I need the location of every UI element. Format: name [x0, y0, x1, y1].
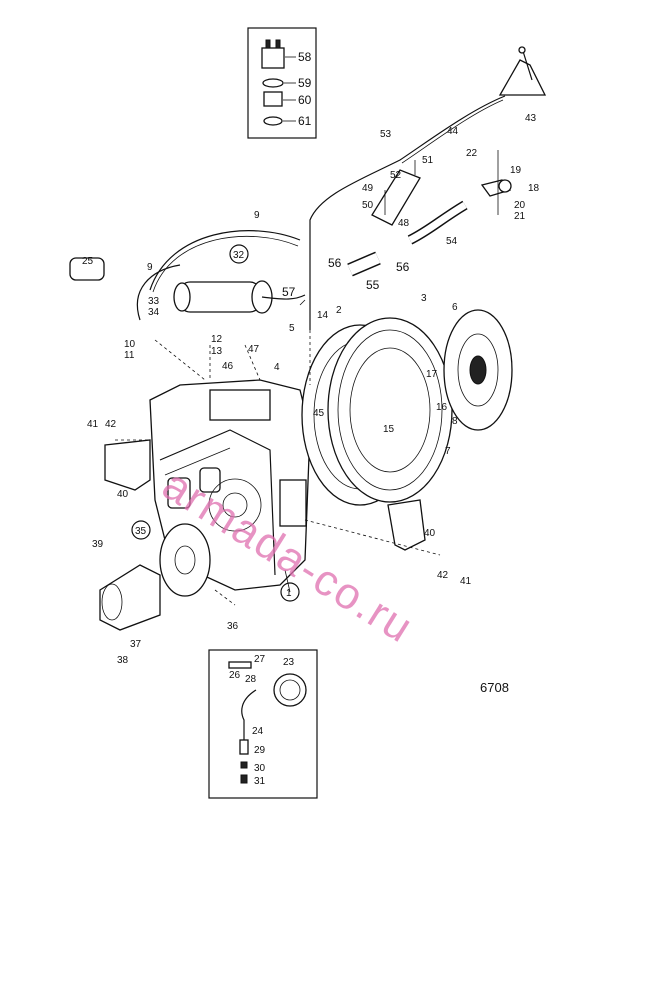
- callout-25: 25: [82, 256, 94, 267]
- callout-61: 61: [298, 114, 312, 128]
- callout-21: 21: [514, 211, 526, 222]
- callout-5: 5: [289, 323, 295, 334]
- callout-13: 13: [211, 346, 223, 357]
- callout-32: 32: [233, 250, 245, 261]
- control-lever-cable: [309, 46, 547, 330]
- drawing-number: 6708: [480, 680, 509, 695]
- callout-41-right: 41: [460, 576, 472, 587]
- callout-9-top: 9: [254, 210, 260, 221]
- callout-36: 36: [227, 621, 239, 632]
- callout-20: 20: [514, 200, 526, 211]
- output-flange: [99, 523, 211, 631]
- callout-57: 57: [282, 285, 296, 299]
- callout-8: 8: [452, 416, 458, 427]
- callout-41-left: 41: [87, 419, 99, 430]
- callout-54: 54: [446, 236, 458, 247]
- callout-31: 31: [254, 776, 266, 787]
- callout-56-left: 56: [328, 256, 342, 270]
- callout-26: 26: [229, 670, 241, 681]
- rubber-mount-part: [261, 39, 296, 126]
- callout-42-left: 42: [105, 419, 117, 430]
- callout-56-right: 56: [396, 260, 410, 274]
- callout-9-left: 9: [147, 262, 153, 273]
- oil-cooler: [69, 230, 306, 321]
- callout-53: 53: [380, 129, 392, 140]
- callout-40-right: 40: [424, 528, 436, 539]
- callout-16: 16: [436, 402, 448, 413]
- bracket-right: [480, 179, 512, 197]
- callout-30: 30: [254, 763, 266, 774]
- callout-45: 45: [313, 408, 325, 419]
- callout-4: 4: [274, 362, 280, 373]
- hose-54: [407, 200, 468, 245]
- callout-18: 18: [528, 183, 540, 194]
- callout-24: 24: [252, 726, 264, 737]
- callout-59: 59: [298, 76, 312, 90]
- callout-52: 52: [390, 170, 402, 181]
- bracket-48: [371, 169, 421, 226]
- callout-3: 3: [421, 293, 427, 304]
- callout-58: 58: [298, 50, 312, 64]
- callout-11: 11: [124, 350, 135, 361]
- callout-47: 47: [248, 344, 260, 355]
- callout-27: 27: [254, 654, 266, 665]
- callout-38: 38: [117, 655, 129, 666]
- callout-60: 60: [298, 93, 312, 107]
- callout-28: 28: [245, 674, 257, 685]
- callout-17: 17: [426, 369, 438, 380]
- callout-12: 12: [211, 334, 223, 345]
- mount-bracket-right: [387, 499, 426, 551]
- callout-10: 10: [124, 339, 136, 350]
- callout-15: 15: [383, 424, 395, 435]
- callout-50: 50: [362, 200, 374, 211]
- hose-55: [347, 251, 381, 277]
- clutch-assembly: [301, 309, 513, 506]
- leader-lines: [115, 150, 499, 606]
- callout-7: 7: [445, 446, 451, 457]
- callout-2: 2: [336, 305, 342, 316]
- callout-1: 1: [286, 588, 292, 599]
- callout-22: 22: [466, 148, 478, 159]
- callout-35: 35: [135, 526, 147, 537]
- callout-46: 46: [222, 361, 234, 372]
- callout-55: 55: [366, 278, 380, 292]
- callout-33: 33: [148, 296, 160, 307]
- gauge-assembly: [228, 661, 307, 784]
- inset-box-mount: [247, 27, 317, 139]
- callout-44: 44: [447, 126, 459, 137]
- callout-48: 48: [398, 218, 410, 229]
- callout-circle-1: [280, 582, 300, 602]
- callout-43: 43: [525, 113, 537, 124]
- callout-39: 39: [92, 539, 104, 550]
- callout-40-left: 40: [117, 489, 129, 500]
- callout-49: 49: [362, 183, 374, 194]
- callout-51: 51: [422, 155, 434, 166]
- callout-23: 23: [283, 657, 295, 668]
- callout-6: 6: [452, 302, 458, 313]
- callout-14: 14: [317, 310, 329, 321]
- callout-labels: 1 2 3 4 5 6 7 8 9 9 10 11 12 13 14 15 16…: [82, 50, 540, 787]
- callout-29: 29: [254, 745, 266, 756]
- callout-circle-32: [229, 244, 249, 264]
- callout-42-right: 42: [437, 570, 449, 581]
- callout-37: 37: [130, 639, 142, 650]
- callout-circle-35: [131, 520, 151, 540]
- callout-19: 19: [510, 165, 522, 176]
- mount-bracket-left: [104, 439, 151, 491]
- inset-box-gauge: [208, 649, 318, 799]
- callout-34: 34: [148, 307, 160, 318]
